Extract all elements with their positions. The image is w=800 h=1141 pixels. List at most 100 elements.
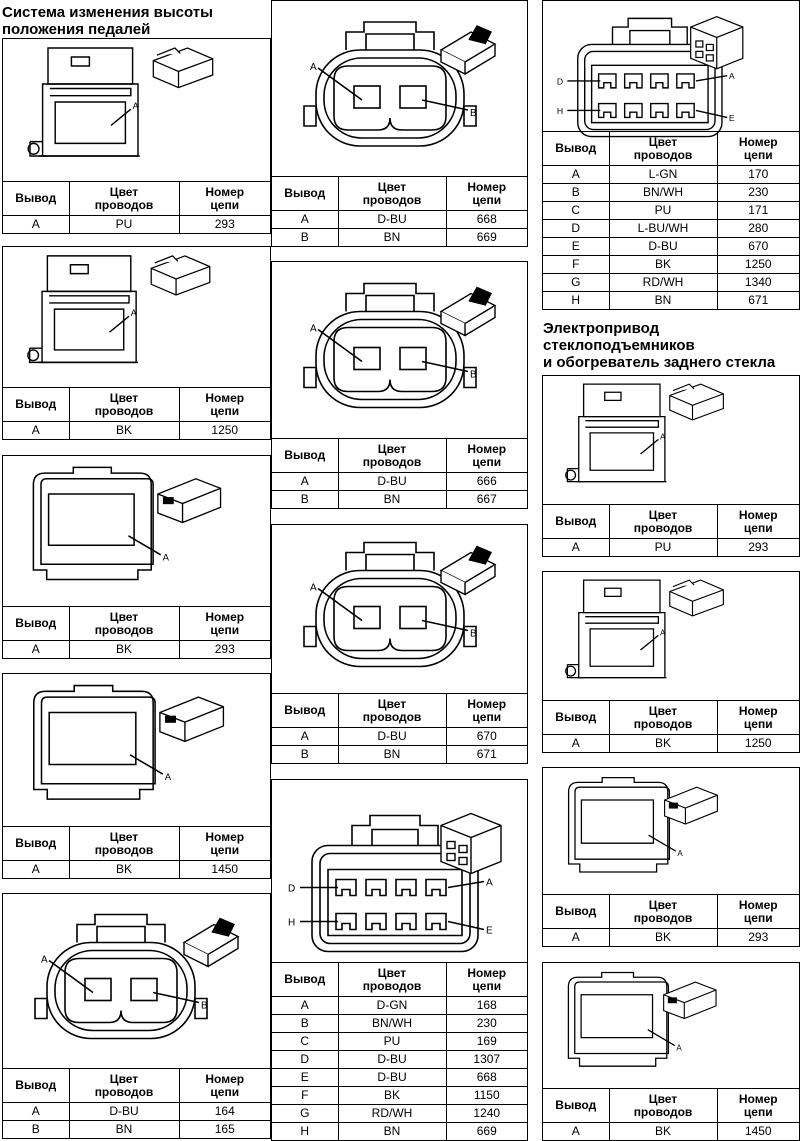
table-cell: B bbox=[272, 490, 339, 508]
header-circuit: Номер цепи bbox=[445, 693, 527, 728]
table-cell: 1250 bbox=[716, 255, 799, 274]
table-cell: 293 bbox=[716, 538, 799, 556]
table-cell: PU bbox=[608, 538, 718, 556]
oval-connector-diagram bbox=[303, 541, 477, 668]
header-wire-color: Цвет проводов bbox=[608, 1088, 718, 1123]
table-cell: D-BU bbox=[337, 472, 447, 491]
connector-icon bbox=[150, 255, 211, 296]
pin-label: A bbox=[677, 849, 683, 858]
table-cell: BK bbox=[608, 1122, 718, 1140]
header-circuit: Номер цепи bbox=[716, 131, 799, 166]
pin-label: A bbox=[676, 1043, 682, 1052]
table-cell: 1450 bbox=[716, 1122, 799, 1140]
pin-label: A bbox=[486, 878, 493, 889]
table-cell: A bbox=[272, 996, 339, 1015]
connector-picture: A B bbox=[3, 894, 270, 1071]
table-cell: F bbox=[272, 1086, 339, 1105]
header-wire-color: Цвет проводов bbox=[68, 387, 180, 422]
pin-label: A bbox=[41, 955, 48, 966]
header-circuit: Номер цепи bbox=[178, 826, 270, 861]
header-wire-color: Цвет проводов bbox=[608, 131, 718, 166]
header-wire-color: Цвет проводов bbox=[68, 181, 180, 216]
table-cell: BK bbox=[68, 640, 180, 658]
table-cell: A bbox=[272, 210, 339, 229]
table-cell: B bbox=[272, 745, 339, 763]
table-cell: A bbox=[543, 1122, 610, 1140]
table-cell: 1250 bbox=[716, 734, 799, 752]
table-cell: A bbox=[543, 928, 610, 946]
pin-label: B bbox=[201, 1001, 208, 1012]
connector-picture: A bbox=[3, 674, 270, 828]
connector-icon bbox=[439, 286, 497, 337]
table-cell: A bbox=[3, 421, 70, 439]
table-cell: B bbox=[543, 183, 610, 202]
table-cell: A bbox=[543, 165, 610, 184]
connector-icon bbox=[439, 25, 497, 76]
header-wire-color: Цвет проводов bbox=[337, 962, 447, 997]
header-pin: Вывод bbox=[3, 606, 70, 641]
table-cell: G bbox=[272, 1104, 339, 1123]
header-circuit: Номер цепи bbox=[445, 176, 527, 211]
table-cell: H bbox=[272, 1122, 339, 1140]
table-cell: 666 bbox=[445, 472, 527, 491]
pin-label: D bbox=[557, 76, 563, 86]
header-wire-color: Цвет проводов bbox=[337, 438, 447, 473]
oval-connector-diagram bbox=[303, 282, 477, 409]
table-cell: 1307 bbox=[445, 1050, 527, 1069]
table-cell: 171 bbox=[716, 201, 799, 220]
connector-icon bbox=[663, 981, 717, 1020]
table-cell: BN bbox=[608, 291, 718, 309]
table-cell: A bbox=[543, 734, 610, 752]
pin-label: E bbox=[486, 926, 493, 937]
table-cell: A bbox=[3, 860, 70, 878]
connector-icon bbox=[669, 579, 724, 617]
pin-label: A bbox=[310, 62, 317, 73]
table-cell: C bbox=[272, 1032, 339, 1051]
pin-label: E bbox=[729, 113, 735, 123]
connector-picture: A bbox=[3, 39, 270, 183]
table-cell: PU bbox=[608, 201, 718, 220]
table-cell: 670 bbox=[445, 727, 527, 746]
table-cell: 1450 bbox=[178, 860, 270, 878]
header-pin: Вывод bbox=[3, 1068, 70, 1103]
table-cell: D-BU bbox=[337, 727, 447, 746]
table-cell: 668 bbox=[445, 1068, 527, 1087]
header-wire-color: Цвет проводов bbox=[608, 894, 718, 929]
connector-picture: A bbox=[3, 247, 270, 389]
table-cell: 293 bbox=[716, 928, 799, 946]
header-pin: Вывод bbox=[543, 131, 610, 166]
pin-label: H bbox=[557, 106, 563, 116]
heading-pedal-system: Система изменения высоты положения педал… bbox=[2, 4, 213, 38]
oval-connector-diagram bbox=[303, 21, 477, 147]
table-cell: L-GN bbox=[608, 165, 718, 184]
table-cell: A bbox=[3, 215, 70, 233]
pin-label: B bbox=[470, 370, 477, 381]
table-cell: 168 bbox=[445, 996, 527, 1015]
table-cell: 668 bbox=[445, 210, 527, 229]
lever-connector-diagram bbox=[565, 579, 667, 679]
pin-label: A bbox=[660, 432, 666, 441]
rectangular-connector-diagram bbox=[567, 776, 677, 873]
